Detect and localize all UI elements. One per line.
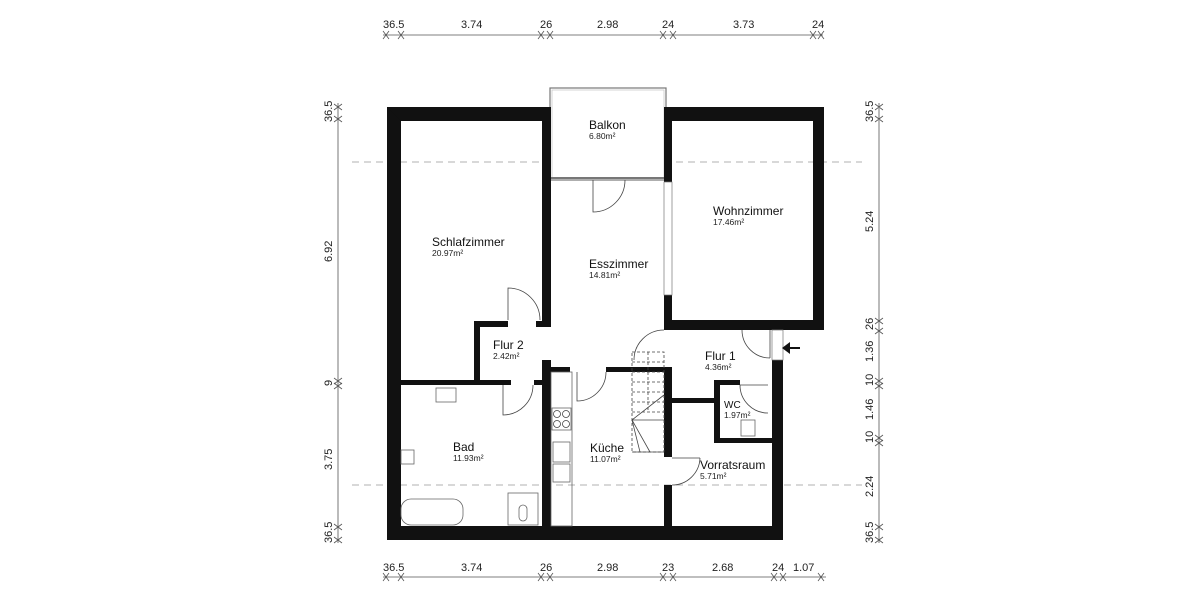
dim-top-1: 3.74	[461, 19, 482, 31]
room-vorratsraum: Vorratsraum 5.71m²	[700, 458, 765, 481]
room-kueche: Küche 11.07m²	[590, 441, 624, 464]
room-area: 1.97m²	[724, 410, 751, 420]
dim-bottom-5: 2.68	[712, 562, 733, 574]
dim-left-1: 6.92	[323, 241, 335, 262]
room-area: 4.36m²	[705, 362, 732, 372]
dim-top-0: 36.5	[383, 19, 404, 31]
dim-bottom-1: 3.74	[461, 562, 482, 574]
room-area: 5.71m²	[700, 471, 727, 481]
room-name: Flur 1	[705, 349, 736, 363]
dim-right-2: 26	[864, 318, 876, 330]
interior-walls	[401, 107, 774, 540]
room-name: Küche	[590, 441, 624, 455]
dim-right-5: 1.46	[864, 399, 876, 420]
arrow-left-icon	[782, 342, 800, 354]
room-area: 11.07m²	[590, 454, 621, 464]
bath-fixtures	[400, 387, 756, 526]
dim-right-8: 36.5	[864, 522, 876, 543]
dim-top-3: 2.98	[597, 19, 618, 31]
room-wohnzimmer: Wohnzimmer 17.46m²	[713, 204, 783, 227]
dim-left-0: 36.5	[323, 101, 335, 122]
dim-left-2: 9	[323, 380, 335, 386]
room-flur-2: Flur 2 2.42m²	[493, 338, 524, 361]
dim-left-3: 3.75	[323, 449, 335, 470]
dim-right-1: 5.24	[864, 211, 876, 232]
room-name: Esszimmer	[589, 257, 648, 271]
room-name: Schlafzimmer	[432, 235, 505, 249]
dim-bottom-2: 26	[540, 562, 552, 574]
dimension-ticks	[333, 30, 884, 582]
dim-bottom-4: 23	[662, 562, 674, 574]
window-openings	[663, 181, 784, 361]
room-name: WC	[724, 400, 741, 411]
room-name: Bad	[453, 440, 474, 454]
dim-bottom-0: 36.5	[383, 562, 404, 574]
dim-top-2: 26	[540, 19, 552, 31]
dim-bottom-7: 1.07	[793, 562, 814, 574]
room-area: 6.80m²	[589, 131, 616, 141]
exterior-walls	[387, 107, 824, 540]
kitchen-counter	[550, 371, 573, 527]
dim-right-7: 2.24	[864, 476, 876, 497]
staircase-lower	[631, 394, 665, 453]
room-name: Flur 2	[493, 338, 524, 352]
doors	[502, 179, 771, 486]
room-area: 17.46m²	[713, 217, 744, 227]
dim-top-4: 24	[662, 19, 674, 31]
room-name: Balkon	[589, 118, 626, 132]
dim-right-6: 10	[864, 431, 876, 443]
room-schlafzimmer: Schlafzimmer 20.97m²	[432, 235, 505, 258]
dim-bottom-6: 24	[772, 562, 784, 574]
room-area: 20.97m²	[432, 248, 463, 258]
dimension-lines	[337, 34, 880, 578]
room-balkon: Balkon 6.80m²	[589, 118, 626, 141]
dim-bottom-3: 2.98	[597, 562, 618, 574]
room-esszimmer: Esszimmer 14.81m²	[589, 257, 648, 280]
room-bad: Bad 11.93m²	[453, 440, 484, 463]
room-wc: WC 1.97m²	[724, 400, 751, 420]
dim-top-6: 24	[812, 19, 824, 31]
room-name: Wohnzimmer	[713, 204, 783, 218]
room-area: 2.42m²	[493, 351, 520, 361]
room-name: Vorratsraum	[700, 458, 765, 472]
room-area: 14.81m²	[589, 270, 620, 280]
room-flur-1: Flur 1 4.36m²	[705, 349, 736, 372]
dim-right-4: 10	[864, 374, 876, 386]
room-area: 11.93m²	[453, 453, 484, 463]
dim-left-4: 36.5	[323, 522, 335, 543]
dim-right-0: 36.5	[864, 101, 876, 122]
dim-right-3: 1.36	[864, 341, 876, 362]
dim-top-5: 3.73	[733, 19, 754, 31]
